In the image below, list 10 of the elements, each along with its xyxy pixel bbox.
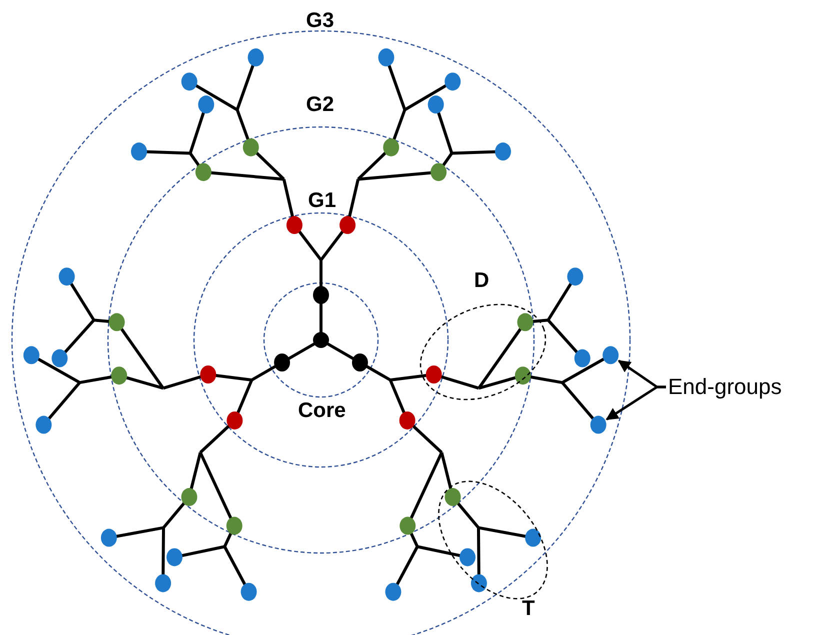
end-group-dot (602, 346, 619, 364)
generation-label: G3 (306, 10, 334, 31)
generation-label: G2 (306, 94, 334, 115)
group-label: T (522, 598, 535, 619)
group-label: D (474, 270, 490, 291)
generation-label: G1 (308, 190, 336, 211)
arrow (606, 386, 666, 420)
generation-label: Core (298, 400, 346, 421)
end-group-dot (590, 416, 606, 434)
callout-text: End-groups (668, 376, 782, 398)
